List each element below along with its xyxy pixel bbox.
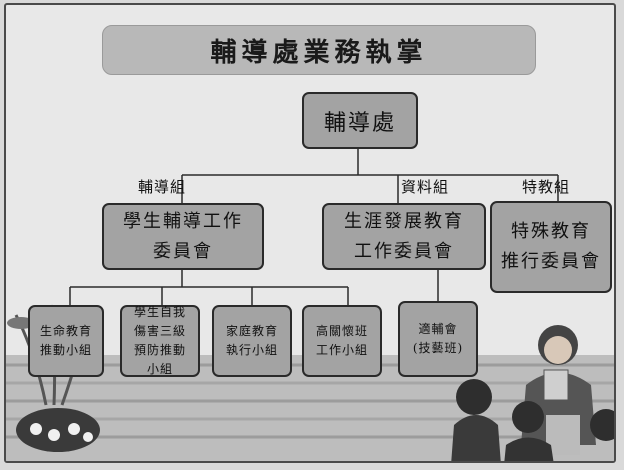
teacher-students-icon — [451, 325, 614, 461]
root-node-fudaochu: 輔導處 — [302, 92, 418, 149]
team-self-harm-prevention: 學生自我 傷害三級 預防推動 小組 — [120, 305, 200, 377]
committee-student-counseling: 學生輔導工作 委員會 — [102, 203, 264, 270]
group-label-fudao: 輔導組 — [138, 178, 187, 196]
committee-career-education: 生涯發展教育 工作委員會 — [322, 203, 486, 270]
org-connector-lines — [69, 148, 559, 305]
team-gifted-class: 高關懷班 工作小組 — [302, 305, 382, 377]
team-family-education: 家庭教育 執行小組 — [212, 305, 292, 377]
team-life-education: 生命教育 推動小組 — [28, 305, 104, 377]
slide-frame: 輔導處業務執掌 輔導處 輔導組 資料組 特教組 學生輔導工作 委員會 生涯發展教… — [4, 3, 616, 463]
title-banner: 輔導處業務執掌 — [102, 25, 536, 75]
team-vocational-class: 適輔會 (技藝班) — [398, 301, 478, 377]
group-label-tejiao: 特教組 — [522, 178, 571, 196]
committee-special-education: 特殊教育 推行委員會 — [490, 201, 612, 293]
group-label-ziliao: 資料組 — [401, 178, 450, 196]
page-title: 輔導處業務執掌 — [210, 37, 428, 68]
